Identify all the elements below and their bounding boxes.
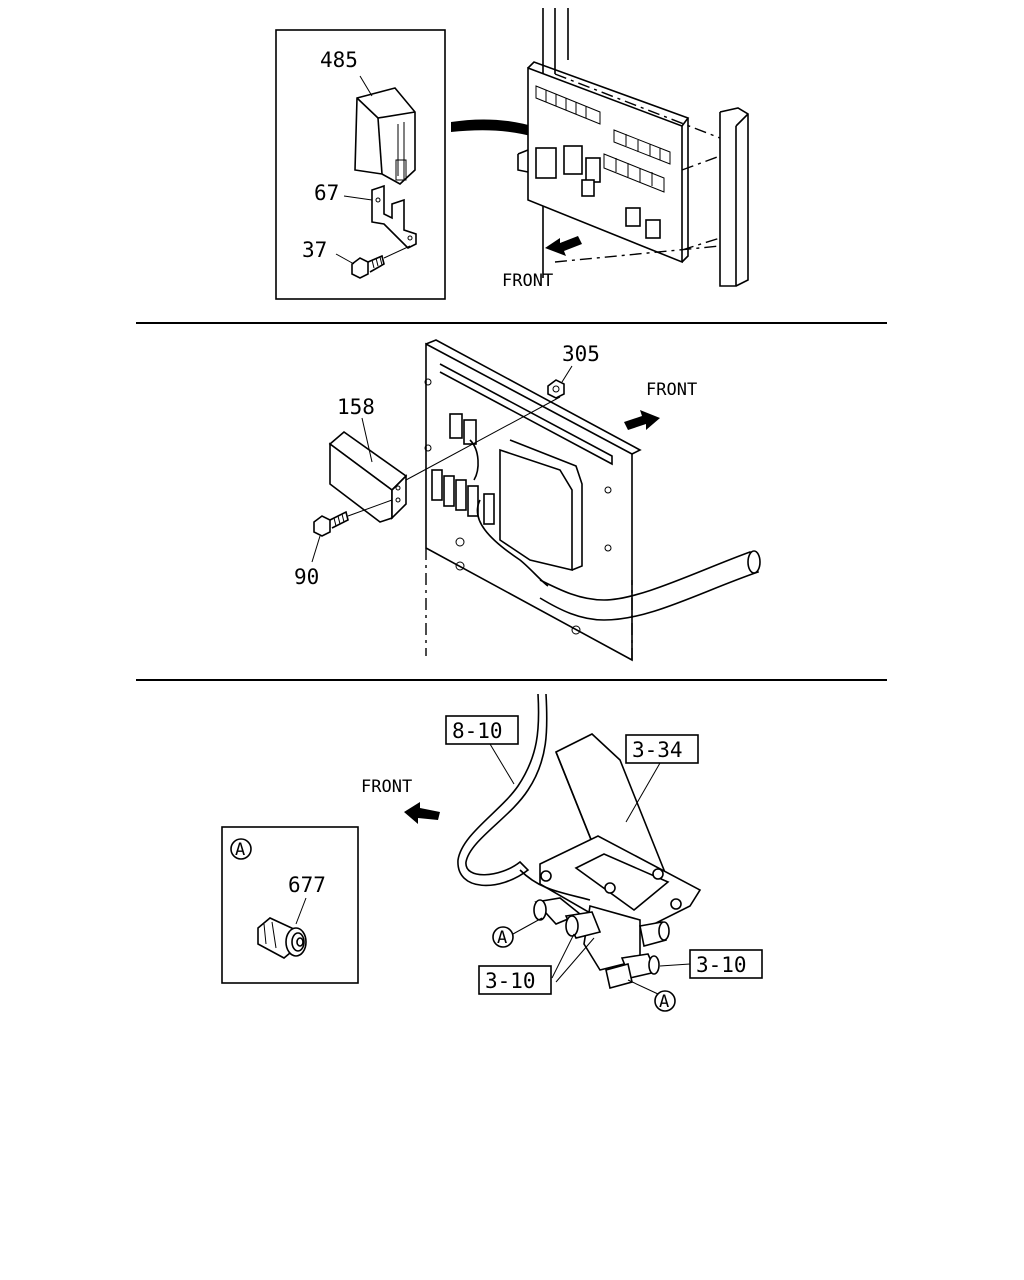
ref-3-10-left[interactable]: 3-10: [485, 969, 536, 993]
ref-8-10[interactable]: 8-10: [452, 719, 503, 743]
ref-3-10-right[interactable]: 3-10: [696, 953, 747, 977]
label-90: 90: [294, 565, 319, 589]
pointer-arrow: [451, 119, 565, 148]
front-label-middle: FRONT: [646, 380, 697, 400]
control-panel-board: [424, 339, 761, 662]
ref-box-3-10-left[interactable]: [478, 965, 552, 995]
bolt-part-37: [351, 254, 385, 279]
section-top: 485 67 37: [275, 8, 749, 300]
front-label-bottom: FRONT: [361, 777, 412, 797]
ref-box-8-10[interactable]: [445, 715, 519, 745]
nut-305: [547, 379, 565, 399]
section-middle: 305 158 90 FRONT: [294, 339, 761, 662]
detail-inset-marker: A: [235, 840, 245, 860]
fuse-relay-panel: [517, 61, 690, 264]
accelerator-pedal: [539, 733, 702, 937]
pressure-switch-677: [257, 917, 307, 959]
section-bottom: FRONT A 677: [221, 693, 763, 1012]
top-inset-frame: [275, 29, 446, 300]
relay-cover-part: [354, 87, 416, 185]
front-arrow-icon-middle: [624, 410, 660, 430]
bracket-part: [371, 184, 417, 249]
front-arrow-icon: [545, 236, 582, 256]
pedal-valve-body: [533, 897, 670, 989]
ref-3-34[interactable]: 3-34: [632, 738, 683, 762]
label-158: 158: [337, 395, 375, 419]
module-158: [328, 430, 408, 523]
label-67: 67: [314, 181, 339, 205]
label-305: 305: [562, 342, 600, 366]
detail-marker-a-right: A: [659, 992, 669, 1012]
bolt-90: [313, 510, 349, 537]
label-677: 677: [288, 873, 326, 897]
detail-marker-a-left: A: [497, 928, 507, 948]
front-label-top: FRONT: [502, 271, 553, 291]
detail-inset-frame: [221, 826, 359, 984]
ref-box-3-34[interactable]: [625, 734, 699, 764]
front-arrow-icon-bottom: [404, 802, 440, 824]
label-485: 485: [320, 48, 358, 72]
label-37: 37: [302, 238, 327, 262]
air-hose: [457, 693, 548, 887]
